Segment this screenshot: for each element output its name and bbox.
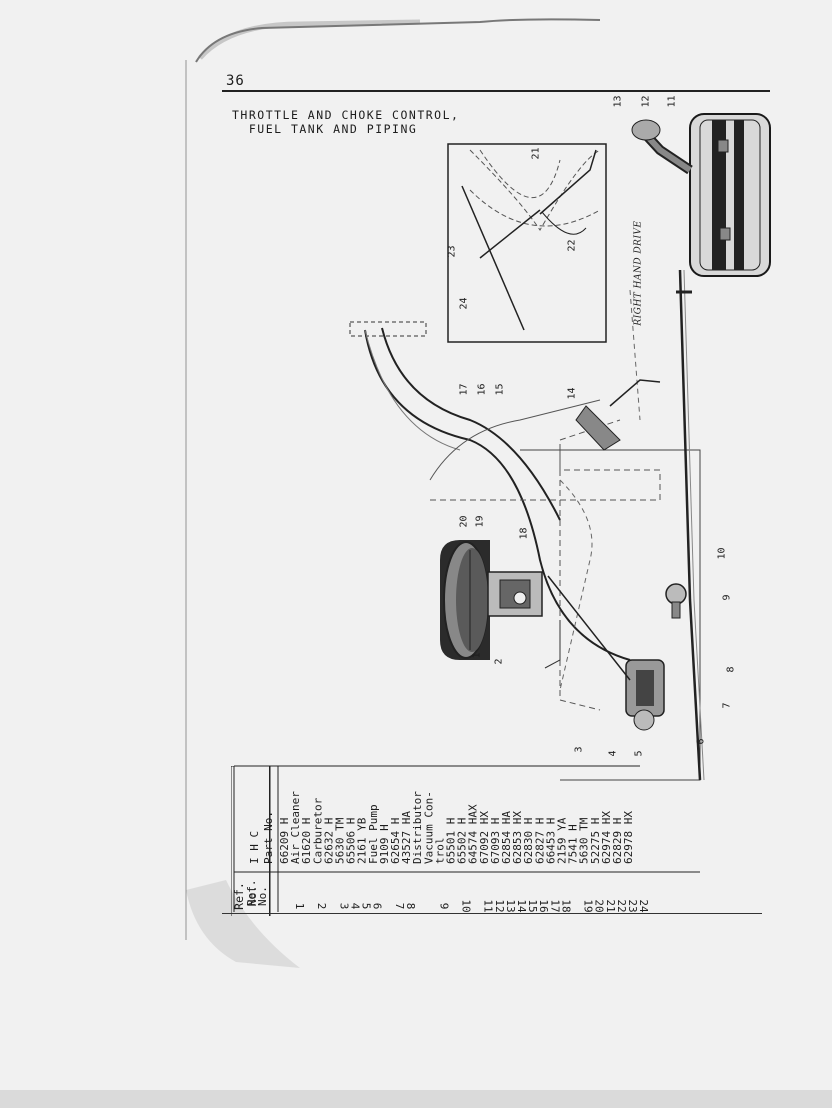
parts-table-frame	[231, 766, 377, 916]
callout-8: 8	[725, 666, 737, 673]
callout-14: 14	[566, 387, 578, 400]
header-rule	[222, 90, 770, 92]
callout-23: 23	[446, 245, 458, 258]
callout-6: 6	[695, 738, 707, 745]
callout-3: 3	[573, 746, 585, 753]
callout-4: 4	[607, 750, 619, 757]
callout-7: 7	[721, 702, 733, 709]
inset-caption: RIGHT HAND DRIVE	[633, 220, 644, 326]
callout-24: 24	[458, 297, 470, 310]
callout-20: 20	[458, 515, 470, 528]
callout-1: 1	[471, 652, 483, 659]
footer-rule	[222, 913, 762, 914]
callout-11: 11	[666, 95, 678, 108]
vacuum-control-drawing	[665, 583, 687, 619]
carburetor-drawing	[487, 571, 543, 617]
section-title: THROTTLE AND CHOKE CONTROL, FUEL TANK AN…	[232, 108, 459, 136]
callout-2: 2	[493, 658, 505, 665]
callout-12: 12	[640, 95, 652, 108]
parts-table	[231, 766, 377, 916]
callout-17: 17	[458, 383, 470, 396]
scan-bottom-band	[0, 1090, 832, 1108]
callout-10: 10	[716, 547, 728, 560]
fuel-pump-drawing	[625, 659, 665, 731]
section-title-line1: THROTTLE AND CHOKE CONTROL,	[232, 108, 460, 122]
callout-5: 5	[633, 750, 645, 757]
page-number: 36	[226, 73, 245, 89]
section-title-line2: FUEL TANK AND PIPING	[232, 122, 418, 136]
callout-16: 16	[476, 383, 488, 396]
air-cleaner-drawing	[440, 540, 490, 660]
callout-18: 18	[518, 527, 530, 540]
callout-19: 19	[474, 515, 486, 528]
callout-21: 21	[530, 147, 542, 160]
callout-22: 22	[566, 239, 578, 252]
callout-13: 13	[612, 95, 624, 108]
fuel-tank-drawing	[631, 113, 771, 277]
parts-list	[231, 766, 381, 916]
callout-9: 9	[721, 594, 733, 601]
callout-15: 15	[494, 383, 506, 396]
